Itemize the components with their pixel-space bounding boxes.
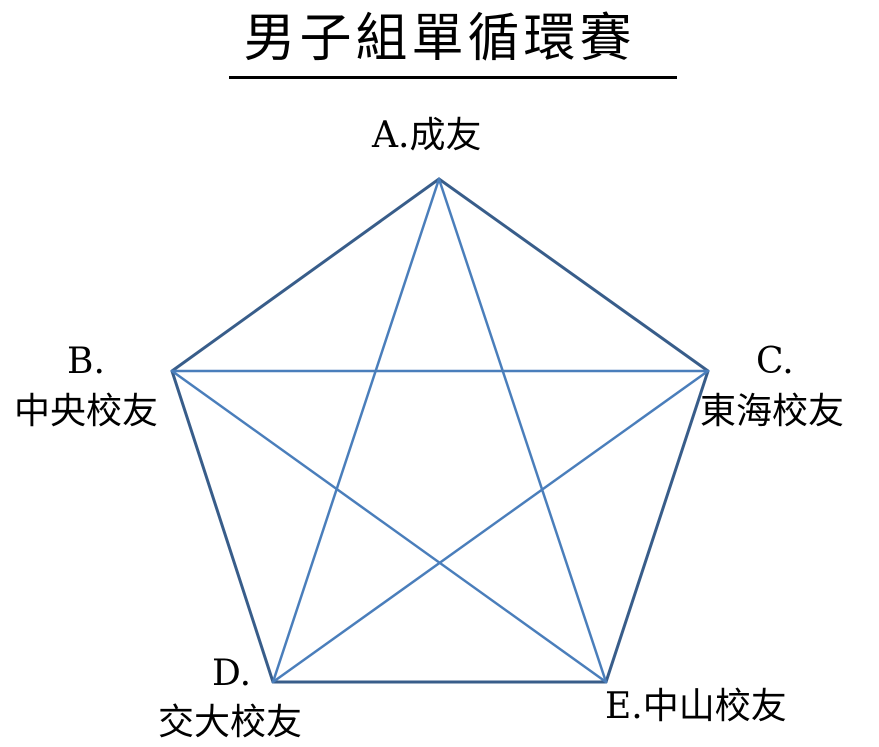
match-line-a-b [170,177,441,373]
match-line-a-c [437,177,710,373]
match-line-b-e [170,369,608,684]
title-underline [229,76,677,79]
team-e-label: E.中山校友 [605,687,787,727]
team-b-letter: B. [67,341,105,382]
match-line-c-d [271,369,710,684]
team-e-name: 中山校友 [642,686,787,727]
team-c-name: 東海校友 [700,391,845,432]
team-a-label: A.成友 [372,116,481,156]
team-a-letter: A. [372,115,410,156]
match-line-b-d [170,369,275,684]
team-a-name: 成友 [409,115,482,156]
team-d-name: 交大校友 [158,702,303,743]
team-c-letter: C. [756,341,794,382]
match-line-c-e [604,369,710,684]
match-line-a-d [271,177,441,684]
page-title: 男子組單循環賽 [243,9,636,69]
team-d-letter: D. [212,653,252,694]
match-lines [170,177,710,684]
team-b-name: 中央校友 [14,391,159,432]
team-e-letter: E. [605,686,643,727]
match-line-a-e [437,177,608,684]
